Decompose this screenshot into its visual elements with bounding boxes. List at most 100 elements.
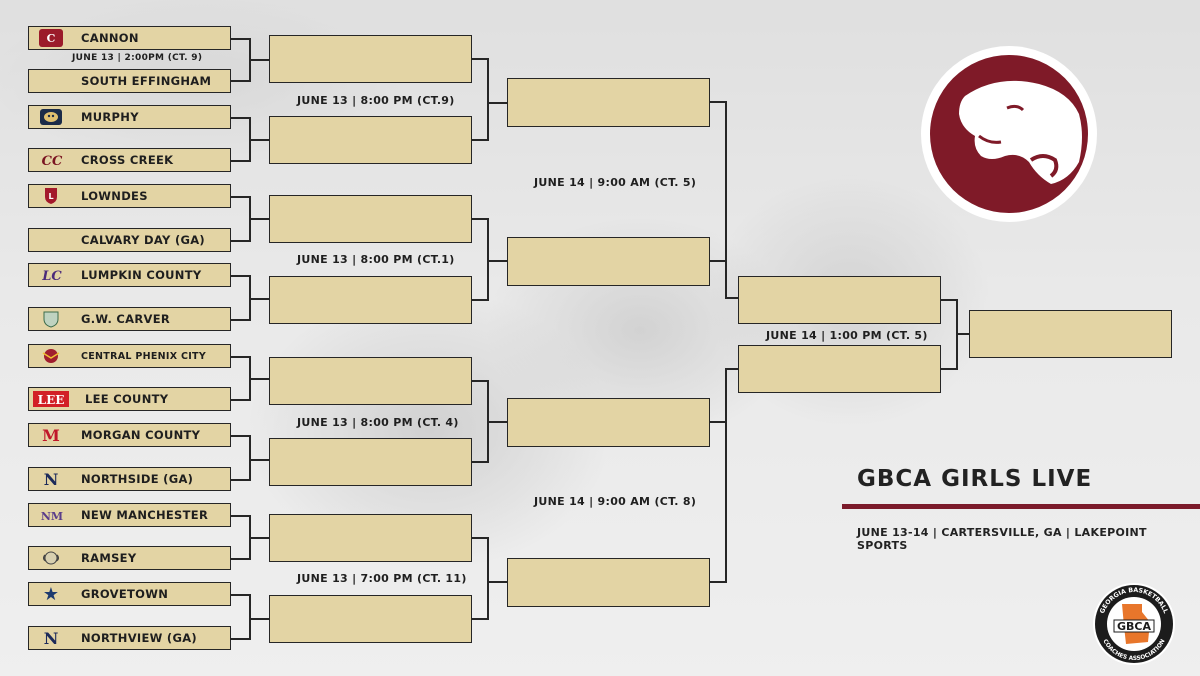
team-name: RAMSEY <box>81 551 137 565</box>
cannon-logo-icon: C <box>39 29 63 47</box>
winner-slot <box>269 357 472 405</box>
n-logo-icon: N <box>39 629 63 647</box>
bracket-line <box>231 558 250 560</box>
winner-slot <box>738 345 941 393</box>
svg-text:C: C <box>47 32 56 45</box>
star-logo-icon: ★ <box>42 583 60 605</box>
bracket-line <box>488 421 507 423</box>
bracket-line <box>231 117 250 119</box>
winner-slot <box>269 35 472 83</box>
team-slot: LC LUMPKIN COUNTY <box>28 263 231 287</box>
phoenix-logo-icon <box>39 347 63 365</box>
lee-logo-icon: LEE <box>33 390 69 408</box>
bracket-line <box>250 459 269 461</box>
team-slot: CALVARY DAY (GA) <box>28 228 231 252</box>
team-slot: RAMSEY <box>28 546 231 570</box>
team-name: MORGAN COUNTY <box>81 428 201 442</box>
game-time-label: JUNE 14 | 9:00 AM (CT. 5) <box>534 176 697 189</box>
team-name: LEE COUNTY <box>85 392 169 406</box>
winner-slot <box>738 276 941 324</box>
bracket-line <box>250 537 269 539</box>
game-time-label: JUNE 13 | 2:00PM (CT. 9) <box>72 53 203 63</box>
bracket-line <box>487 218 489 301</box>
bracket-line <box>488 581 507 583</box>
bracket-line <box>488 102 507 104</box>
winner-slot <box>269 276 472 324</box>
bracket-line <box>710 421 726 423</box>
cougar-logo-icon <box>919 44 1099 224</box>
bracket-line <box>472 58 488 60</box>
gbca-logo-icon: GBCA GEORGIA BASKETBALL COACHES ASSOCIAT… <box>1092 582 1176 666</box>
bracket-line <box>957 333 969 335</box>
carver-logo-icon <box>39 310 63 328</box>
bracket-line <box>249 594 251 640</box>
bracket-line <box>725 368 727 583</box>
bracket-line <box>710 260 726 262</box>
team-name: G.W. CARVER <box>81 312 171 326</box>
bracket-line <box>231 515 250 517</box>
ram-logo-icon <box>39 549 63 567</box>
m-logo-icon: M <box>39 426 63 444</box>
bracket-line <box>941 368 957 370</box>
game-time-label: JUNE 13 | 8:00 PM (CT.1) <box>297 253 455 266</box>
bracket-line <box>231 479 250 481</box>
team-slot: M MORGAN COUNTY <box>28 423 231 447</box>
winner-slot <box>507 558 710 607</box>
lc-logo-icon: LC <box>39 266 63 284</box>
team-slot: N NORTHVIEW (GA) <box>28 626 231 650</box>
game-time-label: JUNE 14 | 9:00 AM (CT. 8) <box>534 495 697 508</box>
team-slot: C CANNON <box>28 26 231 50</box>
bracket-line <box>472 618 488 620</box>
winner-slot <box>269 195 472 243</box>
bracket-line <box>487 58 489 141</box>
bracket-line <box>231 356 250 358</box>
winner-slot <box>269 116 472 164</box>
bracket-line <box>231 435 250 437</box>
team-name: CENTRAL PHENIX CITY <box>81 350 207 362</box>
n-logo-icon: N <box>39 470 63 488</box>
team-slot: SOUTH EFFINGHAM <box>28 69 231 93</box>
bracket-line <box>250 139 269 141</box>
bracket-line <box>472 380 488 382</box>
champion-slot <box>969 310 1172 358</box>
bracket-line <box>726 297 738 299</box>
team-slot: MURPHY <box>28 105 231 129</box>
svg-text:M: M <box>42 426 60 444</box>
team-name: NORTHSIDE (GA) <box>81 472 194 486</box>
bracket-line <box>726 368 738 370</box>
team-name: CALVARY DAY (GA) <box>81 233 205 247</box>
gbca-wordmark: GBCA <box>1117 620 1151 633</box>
bracket-line <box>710 581 726 583</box>
bracket-line <box>941 299 957 301</box>
team-name: LOWNDES <box>81 189 148 203</box>
svg-text:LC: LC <box>41 269 62 284</box>
winner-slot <box>269 595 472 643</box>
title-underline <box>842 504 1200 509</box>
bracket-line <box>231 275 250 277</box>
game-time-label: JUNE 14 | 1:00 PM (CT. 5) <box>766 329 928 342</box>
team-name: NORTHVIEW (GA) <box>81 631 197 645</box>
panther-logo-icon <box>39 108 63 126</box>
svg-text:L: L <box>48 192 53 201</box>
bracket-line <box>231 240 250 242</box>
game-time-label: JUNE 13 | 8:00 PM (CT.9) <box>297 94 455 107</box>
winner-slot <box>269 438 472 486</box>
team-name: SOUTH EFFINGHAM <box>81 74 212 88</box>
winner-slot <box>507 237 710 286</box>
cc-logo-icon: CC <box>39 151 63 169</box>
bracket-line <box>231 638 250 640</box>
bracket-line <box>231 196 250 198</box>
bracket-line <box>250 59 269 61</box>
bracket-line <box>710 101 726 103</box>
bracket-line <box>472 139 488 141</box>
team-slot: CENTRAL PHENIX CITY <box>28 344 231 368</box>
svg-text:N: N <box>44 470 59 488</box>
team-name: CROSS CREEK <box>81 153 174 167</box>
bracket-line <box>472 461 488 463</box>
bracket-line <box>250 618 269 620</box>
bracket-line <box>231 160 250 162</box>
game-time-label: JUNE 13 | 7:00 PM (CT. 11) <box>297 572 467 585</box>
event-title: GBCA GIRLS LIVE <box>857 466 1093 492</box>
team-name: LUMPKIN COUNTY <box>81 268 202 282</box>
team-name: GROVETOWN <box>81 587 169 601</box>
